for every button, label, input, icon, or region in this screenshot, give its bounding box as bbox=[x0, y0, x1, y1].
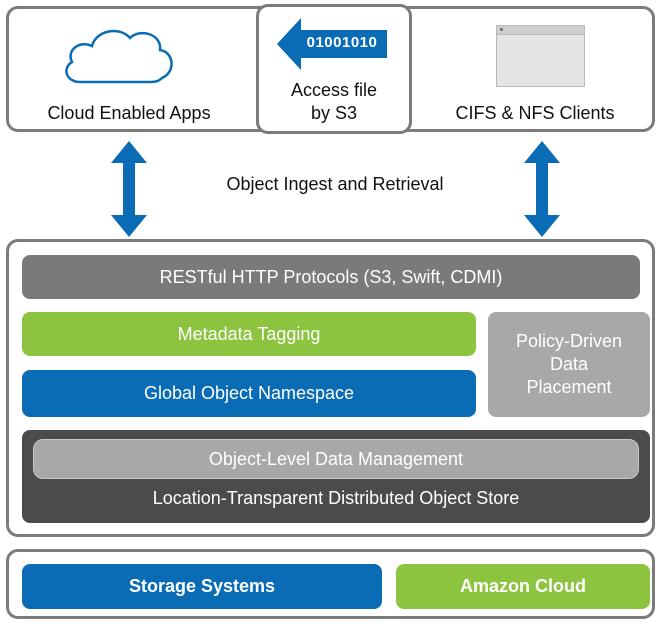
object-store-label: Location-Transparent Distributed Object … bbox=[152, 488, 520, 508]
ingest-label: Object Ingest and Retrieval bbox=[226, 174, 444, 194]
arrow-left-icon bbox=[277, 18, 387, 70]
object-mgmt-bar: Object-Level Data Management bbox=[33, 439, 639, 479]
double-arrow-left-icon bbox=[111, 141, 147, 237]
window-icon bbox=[496, 25, 585, 87]
policy-line3: Placement bbox=[526, 377, 612, 397]
amazon-cloud-bar: Amazon Cloud bbox=[396, 564, 650, 609]
s3-access-box bbox=[256, 4, 412, 134]
policy-line2: Data bbox=[549, 354, 589, 374]
s3-label-line1: Access file bbox=[290, 80, 378, 100]
policy-line1: Policy-Driven bbox=[515, 331, 623, 351]
metadata-bar: Metadata Tagging bbox=[22, 312, 476, 356]
storage-systems-bar: Storage Systems bbox=[22, 564, 382, 609]
clients-label: CIFS & NFS Clients bbox=[455, 103, 615, 123]
s3-label-line2: by S3 bbox=[310, 103, 358, 123]
policy-box: Policy-Driven Data Placement bbox=[488, 312, 650, 417]
restful-bar: RESTful HTTP Protocols (S3, Swift, CDMI) bbox=[22, 255, 640, 299]
double-arrow-right-icon bbox=[524, 141, 560, 237]
cloud-apps-label: Cloud Enabled Apps bbox=[47, 103, 211, 123]
cloud-icon bbox=[65, 29, 173, 84]
namespace-bar: Global Object Namespace bbox=[22, 370, 476, 417]
s3-binary-text: 01001010 bbox=[306, 34, 378, 51]
